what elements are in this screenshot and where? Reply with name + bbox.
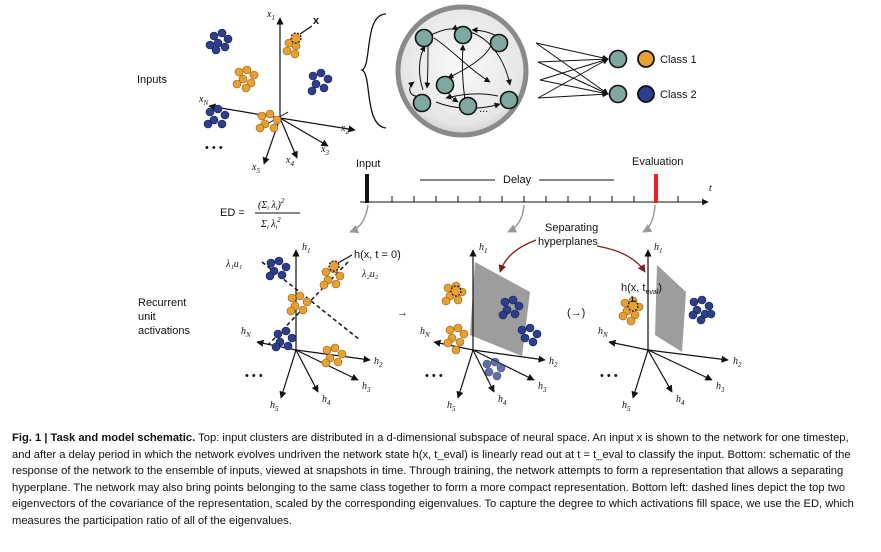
- pointer-eval-snapshot: [642, 204, 656, 233]
- input-ellipsis: • • •: [205, 142, 223, 154]
- h-teval-label: h(x, teval): [621, 282, 662, 296]
- input-point-label: x: [313, 15, 320, 27]
- input-cluster-class1-a: [232, 65, 259, 93]
- activation-cluster-class2-middle-c: [482, 357, 506, 381]
- brace-shape: [360, 13, 387, 129]
- svg-text:ED =: ED =: [220, 207, 245, 219]
- activation-cluster-class2-middle-b: [517, 323, 542, 347]
- unit-axis-h2-middle: h2: [549, 356, 558, 369]
- separating-label-line2: hyperplanes: [538, 236, 598, 248]
- axis-x2-label: x2: [340, 123, 349, 136]
- recurrent-label-line2: unit: [138, 311, 156, 323]
- unit-axis-h4-middle: h4: [498, 394, 507, 407]
- network-nodes: [412, 25, 519, 116]
- pointer-delay-snapshot: [507, 204, 525, 233]
- unit-axis-hN-right: hN: [598, 326, 608, 339]
- unit-axis-h2-left: h2: [374, 356, 383, 369]
- time-axis-label: t: [709, 183, 712, 194]
- activation-cluster-class2-left-b: [271, 326, 297, 352]
- caption-text: Top: input clusters are distributed in a…: [12, 432, 854, 527]
- unit-axis-h1-left: h1: [302, 242, 311, 255]
- ed-formula: ED = (Σi λi)2 Σi λi2: [220, 197, 300, 231]
- activation-cluster-class1-right: [618, 296, 644, 326]
- unit-axis-h4-left: h4: [322, 394, 331, 407]
- separating-hyperplane-middle: [470, 262, 530, 356]
- activation-axes-right: [608, 249, 729, 399]
- middle-ellipsis: • • •: [425, 370, 443, 382]
- recurrent-label-line1: Recurrent: [138, 297, 186, 309]
- time-ticks: [391, 196, 679, 202]
- activation-cluster-class2-middle-a: [498, 295, 524, 320]
- input-point-x: [290, 32, 302, 44]
- input-cluster-class2-a: [205, 28, 233, 55]
- unit-axis-h2-right: h2: [733, 356, 742, 369]
- h-t0-label: h(x, t = 0): [354, 249, 401, 261]
- pointer-input-snapshot: [349, 204, 369, 234]
- figure-caption: Fig. 1 | Task and model schematic. Top: …: [12, 430, 870, 529]
- axis-x5-label: x5: [251, 162, 260, 175]
- caption-title: Fig. 1 | Task and model schematic.: [12, 432, 196, 444]
- activation-cluster-class1-middle-b: [443, 323, 469, 355]
- unit-axis-h5-middle: h5: [447, 400, 456, 413]
- input-cluster-class1-c: [255, 109, 282, 133]
- activation-cluster-class1-left-b: [286, 291, 312, 316]
- svg-text:(Σi λi)2: (Σi λi)2: [258, 197, 285, 212]
- unit-axis-h5-left: h5: [270, 400, 279, 413]
- separating-label-line1: Separating: [545, 222, 598, 234]
- class2-legend-label: Class 2: [660, 89, 697, 101]
- right-ellipsis: • • •: [600, 370, 618, 382]
- unit-axis-hN-left: hN: [241, 326, 251, 339]
- tracked-input-t0-pointer: [337, 254, 353, 264]
- evaluation-timeline-label: Evaluation: [632, 156, 683, 168]
- readout-connections: [535, 42, 609, 99]
- snapshot-arrow-2: (→): [567, 307, 585, 319]
- axis-x3-label: x3: [320, 144, 329, 157]
- unit-axis-h5-right: h5: [622, 400, 631, 413]
- tracked-input-middle: [450, 285, 462, 297]
- eigenvector-1-label: λ₁u₁: [225, 259, 242, 270]
- unit-axis-hN-middle: hN: [420, 326, 430, 339]
- left-ellipsis: • • •: [245, 370, 263, 382]
- figure-canvas: Inputs x1 x2 x3 x4 x5 xN • • • x: [137, 4, 742, 413]
- snapshot-arrow-1: →: [397, 307, 408, 319]
- class1-legend-swatch: [637, 50, 655, 68]
- tracked-input-teval: [627, 300, 639, 312]
- output-node-2: [608, 84, 628, 104]
- input-cluster-class2-c: [203, 104, 230, 129]
- input-cluster-class2-b: [307, 68, 333, 96]
- unit-axis-h1-middle: h1: [479, 242, 488, 255]
- input-time-marker: [365, 174, 369, 203]
- delay-label: Delay: [503, 174, 532, 186]
- axis-x1-label: x1: [266, 9, 275, 22]
- output-node-1: [608, 49, 628, 69]
- class2-legend-swatch: [637, 85, 655, 103]
- network-ellipsis: ...: [479, 103, 488, 115]
- activation-cluster-class2-left-a: [265, 256, 291, 281]
- unit-axis-h3-left: h3: [362, 381, 371, 394]
- unit-axis-h3-middle: h3: [538, 381, 547, 394]
- separating-arrow-right: [596, 245, 646, 273]
- activation-cluster-class2-right: [688, 295, 716, 325]
- recurrent-label-line3: activations: [138, 325, 190, 337]
- tracked-input-t0: [328, 260, 340, 272]
- unit-axis-h1-right: h1: [654, 242, 663, 255]
- separating-hyperplane-right: [655, 265, 686, 352]
- axis-xN-label: xN: [198, 94, 208, 107]
- separating-arrow-middle: [498, 239, 537, 273]
- unit-axis-h3-right: h3: [716, 381, 725, 394]
- input-timeline-label: Input: [356, 158, 380, 170]
- eigenvector-2-label: λ₂u₂: [361, 269, 379, 280]
- unit-axis-h4-right: h4: [676, 394, 685, 407]
- evaluation-time-marker: [654, 174, 658, 203]
- tracked-input-teval-pointer: [631, 295, 634, 303]
- axis-x4-label: x4: [285, 155, 294, 168]
- inputs-label: Inputs: [137, 74, 167, 86]
- input-point-pointer: [299, 25, 313, 35]
- activation-cluster-class1-left-c: [321, 343, 347, 368]
- svg-text:Σi λi2: Σi λi2: [260, 216, 281, 231]
- class1-legend-label: Class 1: [660, 54, 697, 66]
